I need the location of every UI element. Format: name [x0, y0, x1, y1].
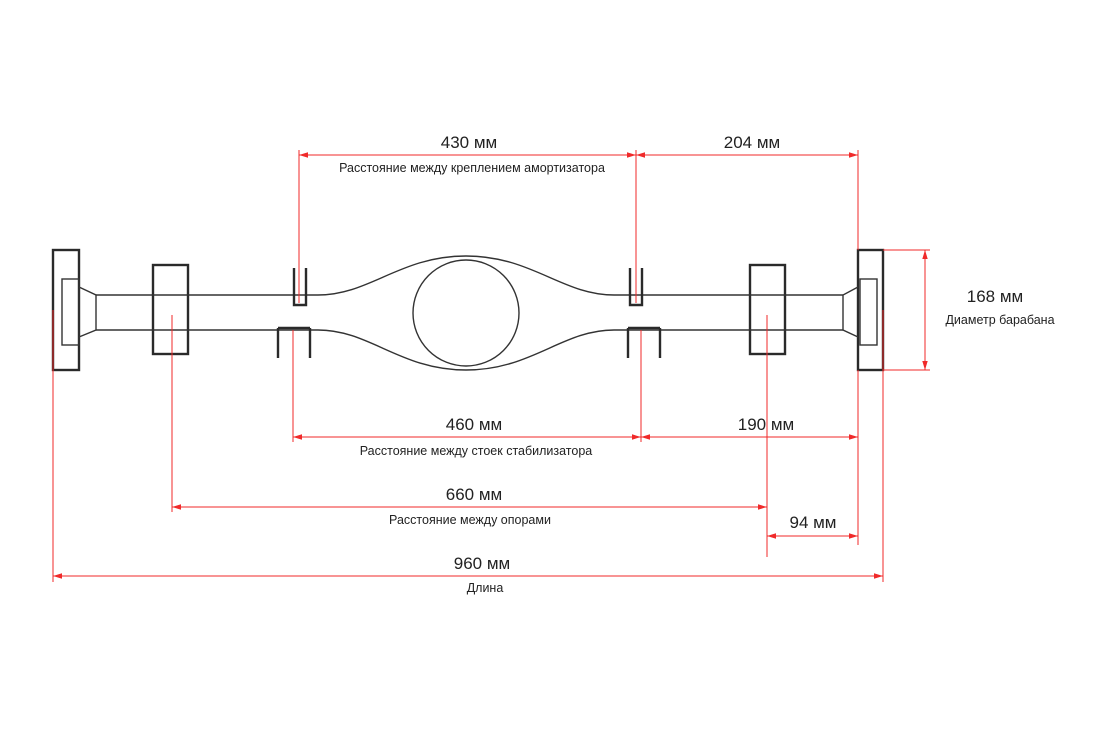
right-flange — [842, 286, 859, 338]
right-stabilizer-bracket — [626, 326, 662, 358]
stabilizer-label: Расстояние между стоек стабилизатора — [360, 444, 593, 458]
stabilizer-to-end-value: 190 мм — [738, 415, 794, 434]
right-hub — [859, 278, 878, 346]
length-value: 960 мм — [454, 554, 510, 573]
shock-to-end-value: 204 мм — [724, 133, 780, 152]
left-support — [151, 263, 190, 356]
left-drum — [51, 248, 81, 372]
support-to-end-value: 94 мм — [789, 513, 836, 532]
drum-value: 168 мм — [967, 287, 1023, 306]
shock-mount-value: 430 мм — [441, 133, 497, 152]
left-hub — [61, 278, 80, 346]
shock-mount-label: Расстояние между креплением амортизатора — [339, 161, 605, 175]
length-label: Длина — [467, 581, 504, 595]
stabilizer-value: 460 мм — [446, 415, 502, 434]
right-shock-bracket — [628, 268, 644, 307]
supports-label: Расстояние между опорами — [389, 513, 551, 527]
supports-value: 660 мм — [446, 485, 502, 504]
right-drum — [856, 248, 885, 372]
left-shock-bracket — [292, 268, 308, 307]
axle-body — [51, 248, 885, 372]
housing-bottom — [96, 329, 843, 371]
housing-top — [96, 255, 843, 296]
drum-label: Диаметр барабана — [945, 313, 1054, 327]
left-flange — [78, 286, 97, 338]
differential-housing — [412, 259, 520, 367]
left-stabilizer-bracket — [276, 326, 312, 358]
dimension-lines — [53, 152, 928, 579]
